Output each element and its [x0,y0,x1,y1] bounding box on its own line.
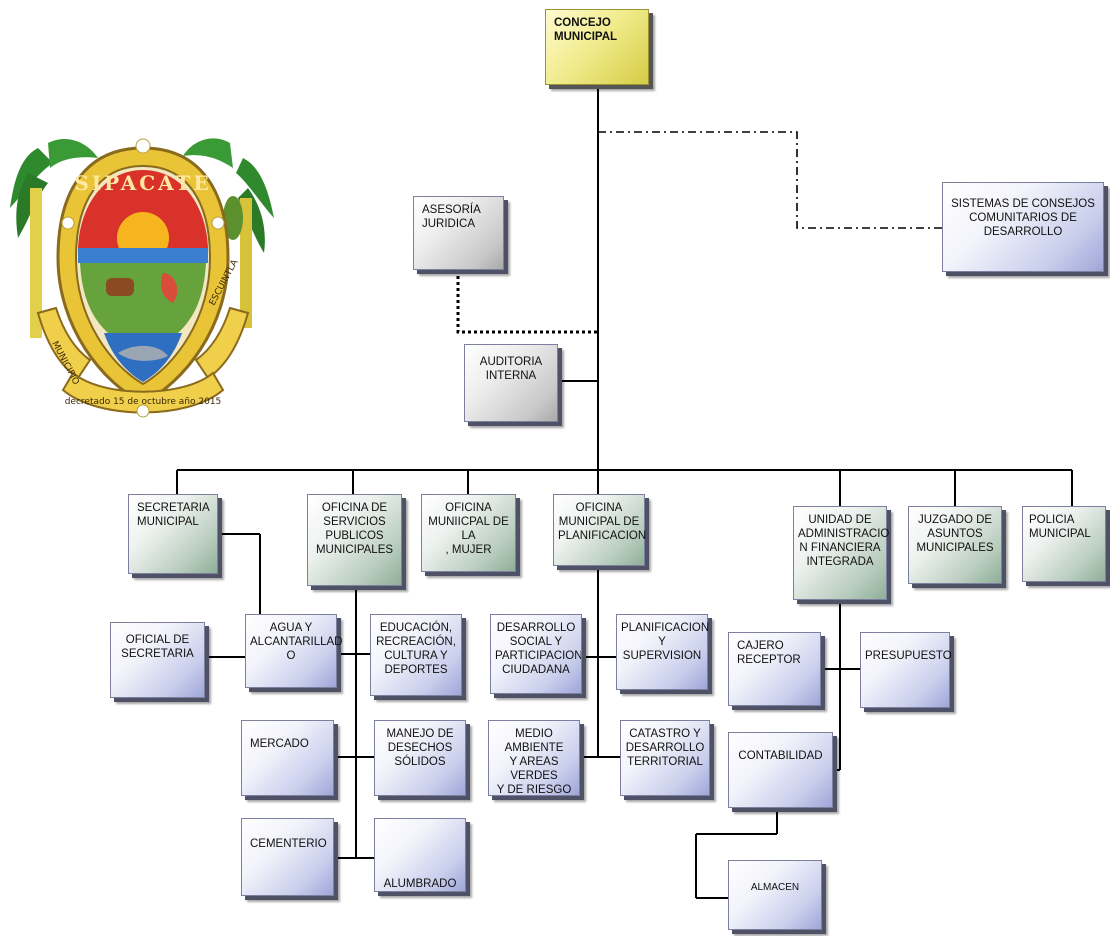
juzgado-box: JUZGADO DE ASUNTOS MUNICIPALES [908,506,1002,584]
asesoria-dotted-line [456,270,598,334]
servicios-publicos-label: OFICINA DE SERVICIOS PUBLICOS MUNICIPALE… [315,502,394,556]
medio-ambiente-box: MEDIO AMBIENTE Y AREAS VERDES Y DE RIESG… [488,720,580,796]
secretaria-municipal-box: SECRETARIA MUNICIPAL [128,494,218,574]
cajero-receptor-box: CAJERO RECEPTOR [728,632,821,706]
uafi-label: UNIDAD DE ADMINISTRACIO N FINANCIERA INT… [798,514,890,568]
oficina-mujer-label: OFICINA MUNIICPAL DE LA , MUJER [428,502,509,556]
servicios-publicos-box: OFICINA DE SERVICIOS PUBLICOS MUNICIPALE… [307,494,402,586]
asesoria-juridica-label: ASESORÍA JURIDICA [422,204,481,230]
alumbrado-label: ALUMBRADO [383,878,457,890]
presupuesto-box: PRESUPUESTO [860,632,952,708]
auditoria-interna-box: AUDITORIA INTERNA [464,344,558,422]
educacion-box: EDUCACIÓN, RECREACIÓN, CULTURA Y DEPORTE… [370,614,462,696]
cajero-receptor-label: CAJERO RECEPTOR [737,640,801,666]
municipal-seal-logo: SIPACATE MUNICIPIO ESCUINTLA decretado 1… [10,138,274,418]
sistemas-consejos-box: SISTEMAS DE CONSEJOS COMUNITARIOS DE DES… [942,182,1104,272]
catastro-box: CATASTRO Y DESARROLLO TERRITORIAL [620,720,710,796]
agua-alcantarillado-label: AGUA Y ALCANTARILLAD O [250,622,343,662]
cementerio-box: CEMENTERIO [241,818,334,896]
secretaria-municipal-label: SECRETARIA MUNICIPAL [137,502,210,528]
agua-alcantarillado-box: AGUA Y ALCANTARILLAD O [245,614,343,688]
policia-municipal-box: POLICIA MUNICIPAL [1022,506,1106,582]
auditoria-interna-label: AUDITORIA INTERNA [479,356,543,382]
contabilidad-label: CONTABILIDAD [738,750,823,762]
uafi-box: UNIDAD DE ADMINISTRACIO N FINANCIERA INT… [793,506,890,600]
medio-ambiente-label: MEDIO AMBIENTE Y AREAS VERDES Y DE RIESG… [496,728,572,796]
oficina-mujer-box: OFICINA MUNIICPAL DE LA , MUJER [421,494,516,572]
logo-bottom-ribbon: decretado 15 de octubre año 2015 [65,397,222,407]
palm-leaves-icon [10,138,274,338]
presupuesto-label: PRESUPUESTO [865,650,952,662]
contabilidad-box: CONTABILIDAD [728,732,833,808]
catastro-label: CATASTRO Y DESARROLLO TERRITORIAL [625,728,705,768]
desechos-solidos-label: MANEJO DE DESECHOS SÓLIDOS [386,728,454,768]
planificacion-supervision-box: PLANIFICACION Y SUPERVISION [616,614,710,690]
planificacion-supervision-label: PLANIFICACION Y SUPERVISION [621,622,710,662]
oficina-planificacion-box: OFICINA MUNICIPAL DE PLANIFICACION [553,494,647,566]
sistemas-consejos-label: SISTEMAS DE CONSEJOS COMUNITARIOS DE DES… [951,198,1095,238]
desechos-solidos-box: MANEJO DE DESECHOS SÓLIDOS [374,720,466,796]
educacion-label: EDUCACIÓN, RECREACIÓN, CULTURA Y DEPORTE… [376,622,456,676]
oficial-secretaria-box: OFICIAL DE SECRETARIA [110,622,205,698]
concejo-municipal-box: CONCEJO MUNICIPAL [545,9,649,85]
almacen-box: ALMACEN [728,860,822,930]
oficina-planificacion-label: OFICINA MUNICIPAL DE PLANIFICACION [558,502,647,542]
asesoria-juridica-box: ASESORÍA JURIDICA [413,196,504,270]
cementerio-label: CEMENTERIO [250,838,327,850]
logo-top-text: SIPACATE [74,171,211,195]
juzgado-label: JUZGADO DE ASUNTOS MUNICIPALES [916,514,994,554]
mercado-box: MERCADO [241,720,334,796]
oficial-secretaria-label: OFICIAL DE SECRETARIA [121,634,194,660]
alumbrado-box: ALUMBRADO [374,818,466,892]
desarrollo-social-label: DESARROLLO SOCIAL Y PARTICIPACION CIUDAD… [495,622,582,676]
sistemas-dashdot-line [598,131,942,229]
policia-municipal-label: POLICIA MUNICIPAL [1029,514,1091,540]
almacen-label: ALMACEN [750,882,800,893]
concejo-municipal-label: CONCEJO MUNICIPAL [554,17,618,43]
desarrollo-social-box: DESARROLLO SOCIAL Y PARTICIPACION CIUDAD… [490,614,582,694]
mercado-label: MERCADO [250,738,309,750]
